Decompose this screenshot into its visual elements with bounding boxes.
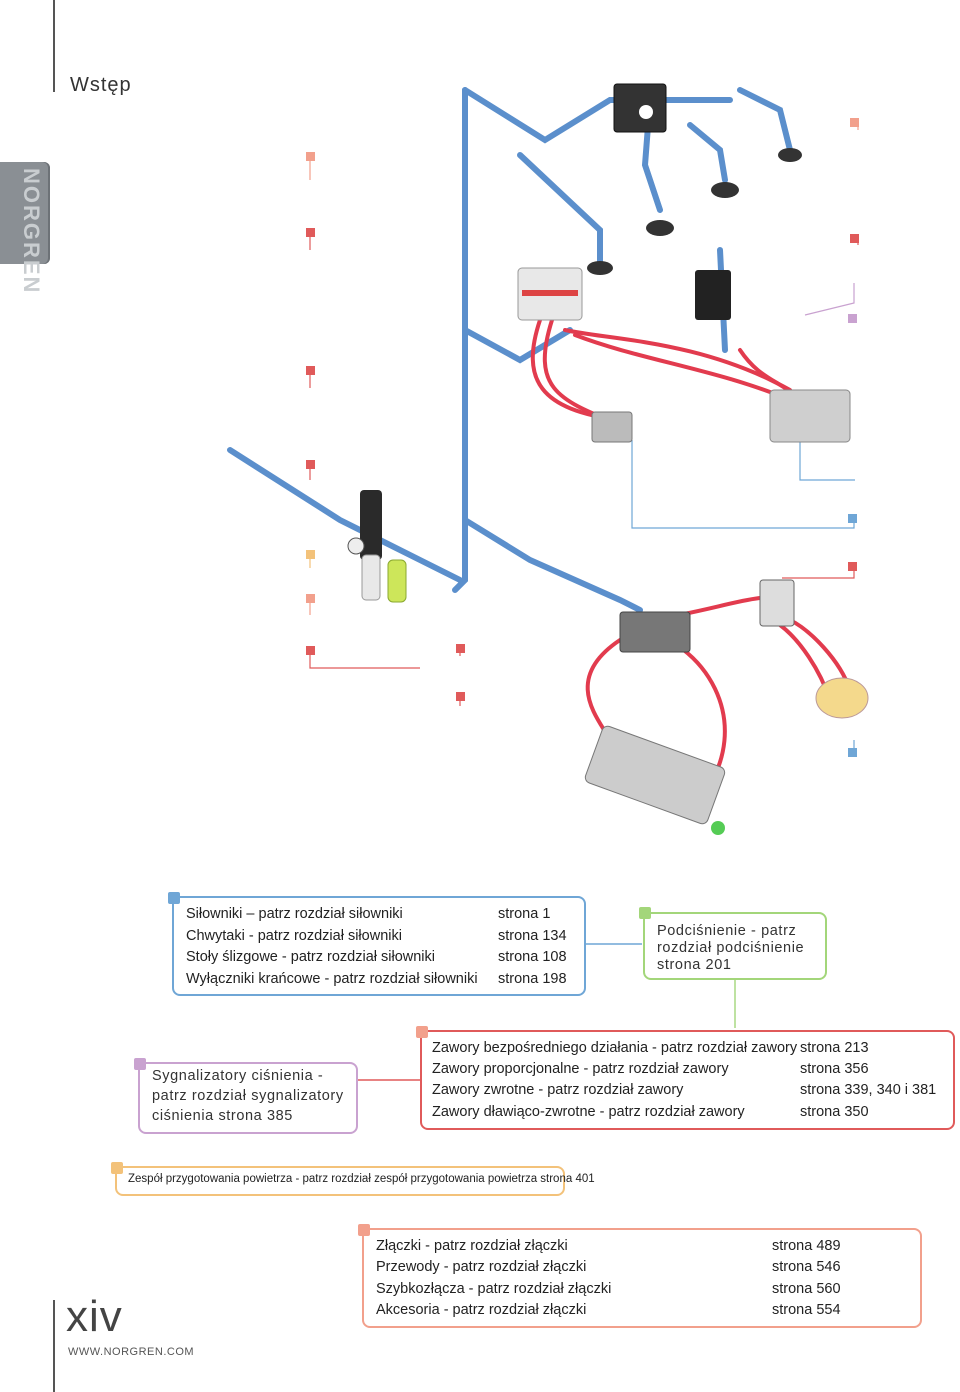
pressure-line: ciśnienia strona 385 bbox=[152, 1108, 293, 1124]
row-page: strona 356 bbox=[800, 1061, 869, 1077]
pressure-switches-marker bbox=[134, 1058, 146, 1070]
air-preparation-marker bbox=[111, 1162, 123, 1174]
frl-unit bbox=[347, 490, 407, 603]
row-page: strona 213 bbox=[800, 1040, 869, 1056]
top-margin-line bbox=[53, 0, 55, 92]
row-page: strona 339, 340 i 381 bbox=[800, 1082, 937, 1098]
solenoid-valve-top bbox=[613, 83, 667, 133]
vacuum-line: Podciśnienie - patrz bbox=[657, 923, 797, 939]
row-label: Wyłączniki krańcowe - patrz rozdział sił… bbox=[186, 971, 478, 987]
row-page: strona 350 bbox=[800, 1104, 869, 1120]
vacuum-line: rozdział podciśnienie bbox=[657, 940, 805, 956]
row-page: strona 134 bbox=[498, 928, 567, 944]
row-label: Chwytaki - patrz rozdział siłowniki bbox=[186, 928, 402, 944]
rotary-actuator bbox=[815, 677, 869, 719]
page-title: Wstęp bbox=[70, 74, 132, 96]
row-page: strona 1 bbox=[498, 906, 551, 922]
row-label: Zawory bezpośredniego działania - patrz … bbox=[432, 1040, 798, 1056]
actuators-marker bbox=[168, 892, 180, 904]
leader-markers bbox=[306, 118, 859, 757]
vacuum-box bbox=[643, 912, 827, 980]
row-page: strona 108 bbox=[498, 949, 567, 965]
air-preparation-box bbox=[115, 1166, 565, 1196]
row-page: strona 546 bbox=[772, 1259, 841, 1275]
row-page: strona 554 bbox=[772, 1302, 841, 1318]
small-valve-right bbox=[759, 579, 795, 627]
vacuum-text: Podciśnienie - patrz rozdział podciśnien… bbox=[657, 923, 804, 974]
air-pipes bbox=[227, 87, 793, 613]
row-label: Przewody - patrz rozdział złączki bbox=[376, 1259, 587, 1275]
air-preparation-text: Zespół przygotowania powietrza - patrz r… bbox=[128, 1173, 595, 1185]
row-label: Złączki - patrz rozdział złączki bbox=[376, 1238, 568, 1254]
page-number: xiv bbox=[66, 1292, 123, 1341]
row-label: Stoły ślizgowe - patrz rozdział siłownik… bbox=[186, 949, 435, 965]
row-page: strona 198 bbox=[498, 971, 567, 987]
components bbox=[347, 83, 869, 835]
row-label: Szybkozłącza - patrz rozdział złączki bbox=[376, 1281, 612, 1297]
row-page: strona 489 bbox=[772, 1238, 841, 1254]
gripper bbox=[591, 411, 633, 443]
fittings-box bbox=[362, 1228, 922, 1328]
website-link[interactable]: WWW.NORGREN.COM bbox=[68, 1346, 195, 1358]
row-label: Zawory dławiąco-zwrotne - patrz rozdział… bbox=[432, 1104, 745, 1120]
valves-box bbox=[420, 1030, 955, 1130]
row-label: Akcesoria - patrz rozdział złączki bbox=[376, 1302, 587, 1318]
row-label: Zawory zwrotne - patrz rozdział zawory bbox=[432, 1082, 684, 1098]
row-label: Zawory proporcjonalne - patrz rozdział z… bbox=[432, 1061, 729, 1077]
actuators-box bbox=[172, 896, 586, 996]
valve-island bbox=[517, 267, 583, 321]
pressure-switch bbox=[695, 270, 731, 320]
vacuum-cups bbox=[587, 148, 802, 275]
pressure-line: patrz rozdział sygnalizatory bbox=[152, 1088, 344, 1104]
pressure-line: Sygnalizatory ciśnienia - bbox=[152, 1068, 324, 1084]
cylinder bbox=[584, 725, 726, 835]
box-connectors bbox=[358, 943, 736, 1081]
row-label: Siłowniki – patrz rozdział siłowniki bbox=[186, 906, 403, 922]
vacuum-marker bbox=[639, 907, 651, 919]
vacuum-line: strona 201 bbox=[657, 957, 732, 973]
bottom-margin-line bbox=[53, 1300, 55, 1392]
row-page: strona 560 bbox=[772, 1281, 841, 1297]
manifold-valves bbox=[769, 389, 851, 443]
fittings-marker bbox=[358, 1224, 370, 1236]
control-valve-middle bbox=[619, 611, 691, 653]
valves-marker bbox=[416, 1026, 428, 1038]
pressure-switches-box bbox=[138, 1062, 358, 1134]
pressure-switches-text: Sygnalizatory ciśnienia - patrz rozdział… bbox=[152, 1066, 344, 1126]
